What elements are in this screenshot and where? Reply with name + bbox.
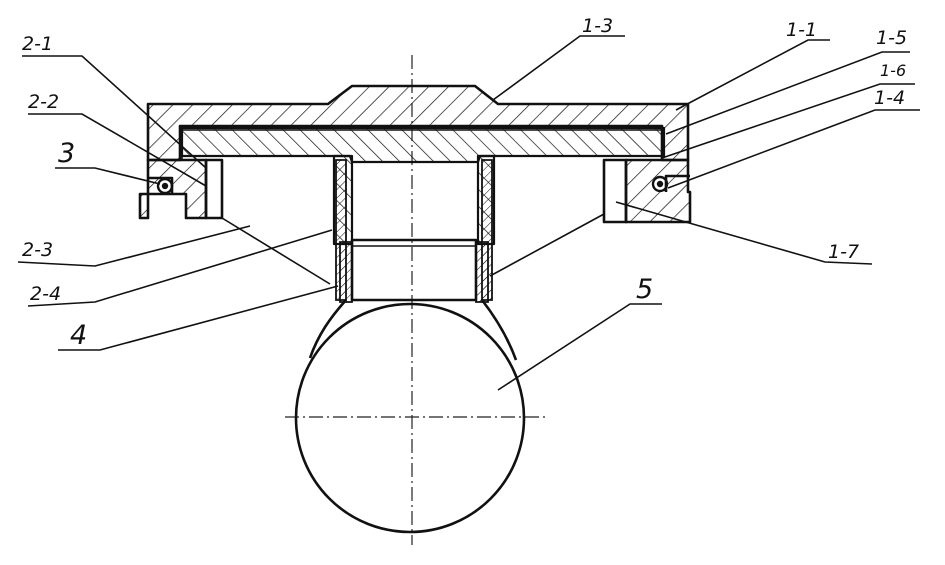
label-1-3: 1-3	[582, 15, 613, 37]
leader-lines	[17, 35, 920, 391]
label-3: 3	[58, 138, 75, 169]
label-4: 4	[70, 320, 87, 351]
right-inner-ring	[602, 158, 628, 224]
label-1-1: 1-1	[786, 19, 817, 41]
left-o-ring	[156, 177, 174, 195]
label-1-5: 1-5	[876, 27, 907, 49]
inner-plate-hub	[180, 126, 666, 164]
label-1-6: 1-6	[880, 61, 906, 80]
left-inner-ring	[204, 158, 224, 220]
right-seal-groove	[664, 174, 690, 192]
label-1-4: 1-4	[874, 87, 905, 109]
label-1-7: 1-7	[828, 241, 859, 263]
label-2-3: 2-3	[22, 239, 53, 261]
left-seal-groove	[148, 176, 174, 194]
label-2-4: 2-4	[30, 283, 61, 305]
neck-right-thread	[475, 241, 489, 303]
neck-left-thread	[339, 241, 353, 303]
ball	[294, 302, 526, 534]
label-2-1: 2-1	[22, 33, 53, 55]
ball-flare	[308, 299, 518, 361]
ball-neck	[350, 238, 478, 302]
label-2-2: 2-2	[28, 91, 59, 113]
label-5: 5	[636, 274, 653, 305]
